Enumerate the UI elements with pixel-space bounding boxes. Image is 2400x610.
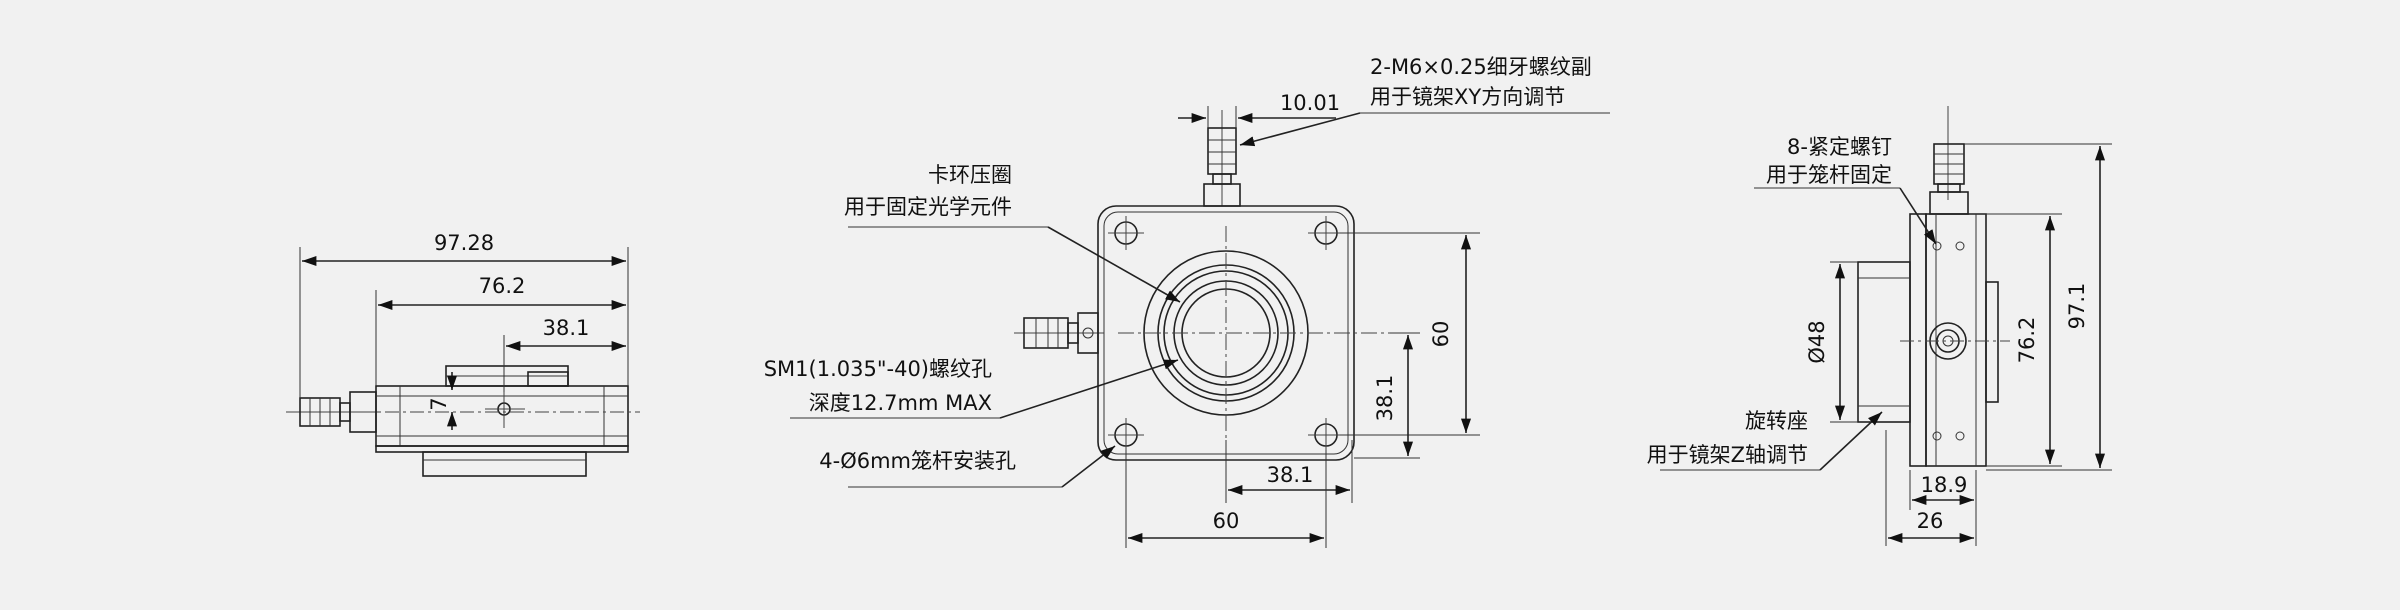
- cage-mounting-holes: [1108, 216, 1344, 452]
- rotation-seat-desc: 用于镜架Z轴调节: [1647, 443, 1808, 467]
- thread-spec-label: SM1(1.035"-40)螺纹孔: [764, 357, 992, 381]
- right-back-plate: [1925, 213, 1987, 467]
- dim-38-1-horizontal: 38.1: [1267, 463, 1314, 487]
- adjuster-spec-line2: 用于镜架XY方向调节: [1370, 85, 1565, 109]
- right-side-view: 8-紧定螺钉 用于笼杆固定 Ø48 76.2 97.1 旋转座 用于镜架Z轴调节…: [1647, 106, 2112, 546]
- adjuster-spec-line1: 2-M6×0.25细牙螺纹副: [1370, 55, 1592, 79]
- set-screws: [1900, 241, 2010, 441]
- dim-38-1-vertical: 38.1: [1373, 375, 1397, 422]
- dim-18-9: 18.9: [1921, 473, 1968, 497]
- dim-38-1-left: 38.1: [543, 316, 590, 340]
- left-side-view: 97.28 76.2 38.1 7: [286, 231, 640, 477]
- dim-76-2-right: 76.2: [2015, 317, 2039, 364]
- side-adjuster-screw: [1014, 312, 1104, 354]
- dim-diameter-48: Ø48: [1805, 320, 1829, 363]
- rotation-seat: [1857, 261, 1911, 423]
- dim-76-2-left: 76.2: [479, 274, 526, 298]
- right-front-plate: [1909, 213, 1927, 467]
- dim-97-1: 97.1: [2065, 283, 2089, 330]
- cage-holes-label: 4-Ø6mm笼杆安装孔: [819, 449, 1016, 473]
- optic-mount-rings: [1118, 226, 1390, 468]
- dim-60-vertical: 60: [1429, 321, 1453, 348]
- dim-10-01: 10.01: [1280, 91, 1340, 115]
- dim-7: 7: [427, 397, 451, 410]
- dim-26: 26: [1917, 509, 1944, 533]
- front-view: 2-M6×0.25细牙螺纹副 用于镜架XY方向调节 10.01 卡环压圈 用于固…: [764, 55, 1610, 548]
- set-screw-desc: 用于笼杆固定: [1766, 163, 1892, 187]
- top-adjuster-screw: [1203, 110, 1241, 207]
- left-main-body: [360, 365, 640, 477]
- right-top-adjuster: [1929, 106, 1969, 215]
- retaining-ring-label: 卡环压圈: [928, 163, 1012, 187]
- dim-97-28: 97.28: [434, 231, 494, 255]
- thread-depth-label: 深度12.7mm MAX: [809, 391, 992, 415]
- dim-60-horizontal: 60: [1213, 509, 1240, 533]
- rotation-seat-label: 旋转座: [1745, 409, 1808, 433]
- retaining-ring-desc: 用于固定光学元件: [844, 195, 1012, 219]
- set-screw-label: 8-紧定螺钉: [1787, 135, 1892, 159]
